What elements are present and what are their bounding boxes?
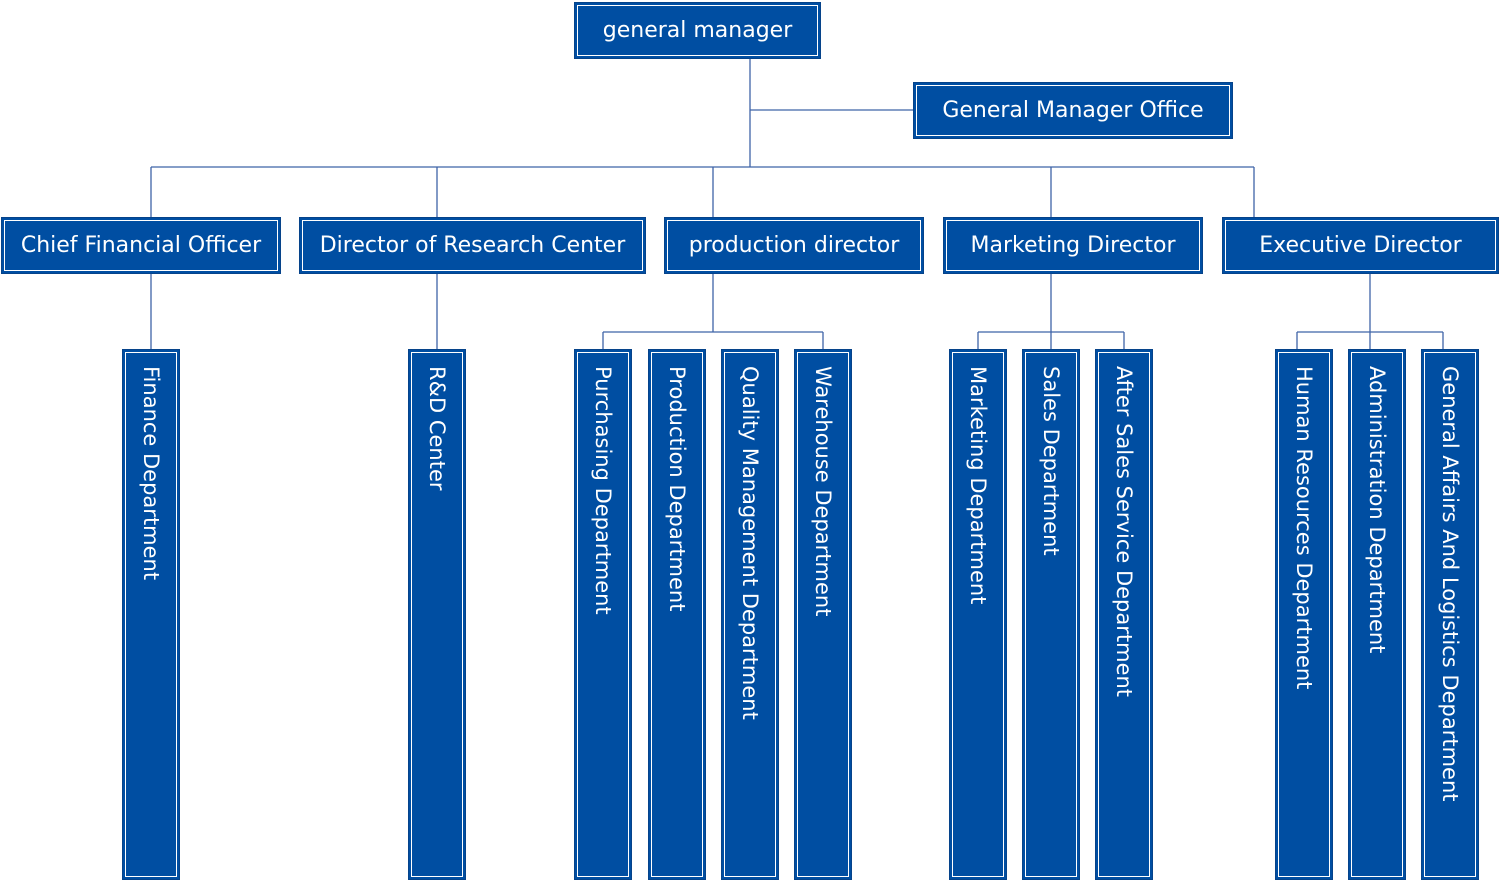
department-node-sales: Sales Department bbox=[1022, 349, 1080, 880]
general-manager-office-label: General Manager Office bbox=[942, 98, 1204, 123]
department-label: Sales Department bbox=[1039, 366, 1063, 556]
department-label: Production Department bbox=[665, 366, 689, 612]
department-label: Administration Department bbox=[1365, 366, 1389, 654]
department-node-finance: Finance Department bbox=[122, 349, 180, 880]
director-node-research: Director of Research Center bbox=[299, 217, 646, 274]
department-node-general-affairs-logistics: General Affairs And Logistics Department bbox=[1421, 349, 1479, 880]
director-node-production: production director bbox=[664, 217, 924, 274]
department-label: Marketing Department bbox=[966, 366, 990, 605]
department-label: R&D Center bbox=[425, 366, 449, 491]
department-node-warehouse: Warehouse Department bbox=[794, 349, 852, 880]
department-label: Finance Department bbox=[139, 366, 163, 581]
department-label: General Affairs And Logistics Department bbox=[1438, 366, 1462, 802]
department-node-purchasing: Purchasing Department bbox=[574, 349, 632, 880]
department-node-human-resources: Human Resources Department bbox=[1275, 349, 1333, 880]
director-node-marketing: Marketing Director bbox=[943, 217, 1203, 274]
department-node-administration: Administration Department bbox=[1348, 349, 1406, 880]
director-label: production director bbox=[688, 233, 900, 258]
director-node-executive: Executive Director bbox=[1222, 217, 1499, 274]
department-node-marketing: Marketing Department bbox=[949, 349, 1007, 880]
general-manager-node: general manager bbox=[574, 2, 821, 59]
general-manager-label: general manager bbox=[602, 18, 793, 43]
department-node-rd-center: R&D Center bbox=[408, 349, 466, 880]
director-label: Chief Financial Officer bbox=[20, 233, 262, 258]
department-label: After Sales Service Department bbox=[1112, 366, 1136, 698]
director-label: Director of Research Center bbox=[319, 233, 626, 258]
director-label: Marketing Director bbox=[970, 233, 1176, 258]
department-label: Human Resources Department bbox=[1292, 366, 1316, 690]
department-label: Purchasing Department bbox=[591, 366, 615, 615]
department-node-production: Production Department bbox=[648, 349, 706, 880]
director-label: Executive Director bbox=[1259, 233, 1462, 258]
director-node-cfo: Chief Financial Officer bbox=[1, 217, 281, 274]
department-node-after-sales-service: After Sales Service Department bbox=[1095, 349, 1153, 880]
department-label: Quality Management Department bbox=[738, 366, 762, 720]
general-manager-office-node: General Manager Office bbox=[913, 82, 1233, 139]
department-label: Warehouse Department bbox=[811, 366, 835, 617]
department-node-quality-management: Quality Management Department bbox=[721, 349, 779, 880]
